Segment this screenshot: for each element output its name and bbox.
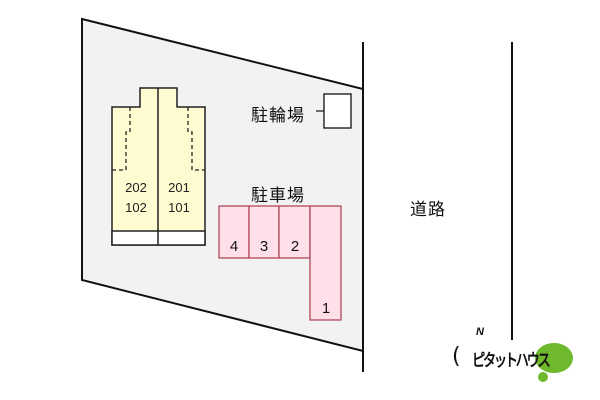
- unit-number: 101: [168, 200, 190, 215]
- parking-space-number: 4: [229, 238, 239, 255]
- unit-number: 102: [125, 200, 147, 215]
- unit-number: 202: [125, 180, 147, 195]
- unit-number: 201: [168, 180, 190, 195]
- brand-name: ピタットハウス: [472, 351, 551, 371]
- unit-right: 201 101: [159, 178, 199, 218]
- parking-space-number: 2: [290, 238, 300, 255]
- north-indicator-icon: N: [476, 326, 484, 338]
- bicycle-parking-label: 駐輪場: [251, 106, 305, 126]
- parking-area: [218, 205, 342, 321]
- parking-label: 駐車場: [251, 186, 305, 206]
- compass-arc: (: [452, 344, 461, 369]
- road-label: 道路: [410, 200, 446, 220]
- building: [111, 87, 206, 246]
- bicycle-parking-box: [323, 93, 352, 129]
- unit-left: 202 102: [116, 178, 156, 218]
- parking-space-number: 1: [321, 300, 331, 317]
- parking-space-number: 3: [259, 238, 269, 255]
- brand-logo-icon: [535, 343, 573, 382]
